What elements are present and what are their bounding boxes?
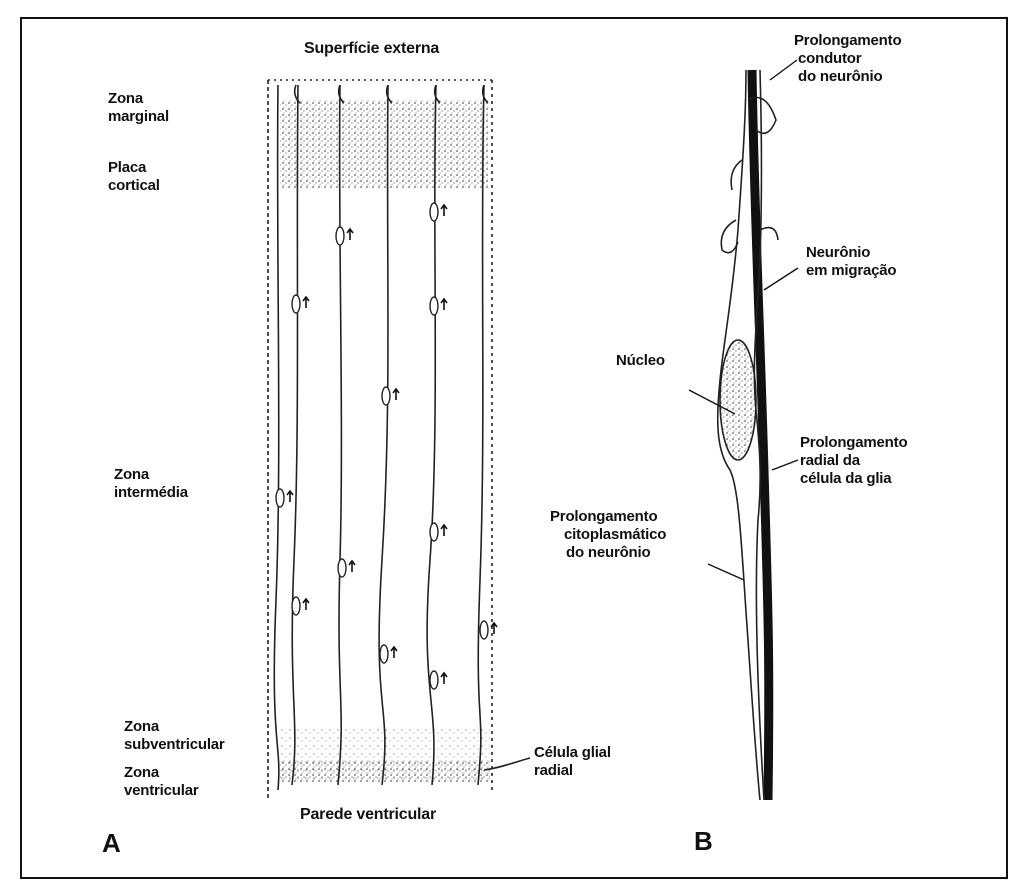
prolongamento-condutor-line-1: Prolongamento [794,32,901,50]
prolongamento-radial-label: Prolongamento radial da célula da glia [800,434,907,488]
placa-cortical-line-2: cortical [108,177,160,195]
prolongamento-citoplasmatico-line-3: do neurônio [550,544,666,562]
zona-ventricular-label: Zona ventricular [124,764,199,800]
zona-intermedia-line-1: Zona [114,466,188,484]
glial-fiber-2 [292,85,298,785]
neuronio-migracao-line-2: em migração [806,262,896,280]
zona-subventricular-line-1: Zona [124,718,225,736]
neuronio-migracao-label: Neurônio em migração [806,244,896,280]
top-surface-label: Superfície externa [304,40,439,58]
zona-marginal-line-2: marginal [108,108,169,126]
prolongamento-citoplasmatico-label: Prolongamento citoplasmático do neurônio [550,508,666,562]
panel-b-diagram [689,60,798,800]
celula-glial-line-1: Célula glial [534,744,611,762]
prolongamento-radial-line-2: radial da [800,452,907,470]
zona-marginal-label: Zona marginal [108,90,169,126]
prolongamento-condutor-label: Prolongamento condutor do neurônio [794,32,901,86]
prolongamento-condutor-line-3: do neurônio [794,68,901,86]
celula-glial-label: Célula glial radial [534,744,611,780]
prolongamento-radial-line-1: Prolongamento [800,434,907,452]
placa-cortical-line-1: Placa [108,159,160,177]
neuronio-migracao-line-1: Neurônio [806,244,896,262]
radial-glia-process [752,70,769,800]
glial-fiber-4 [379,85,388,785]
prolongamento-condutor-line-2: condutor [794,50,901,68]
glial-fiber-3 [338,85,341,785]
zona-subventricular-label: Zona subventricular [124,718,225,754]
bottom-wall-label: Parede ventricular [300,806,436,824]
cortical-plate-band [280,100,488,188]
placa-cortical-label: Placa cortical [108,159,160,195]
zona-ventricular-line-2: ventricular [124,782,199,800]
zona-ventricular-line-1: Zona [124,764,199,782]
glial-cell-leader [484,758,530,770]
migration-arrows [287,205,497,684]
zona-marginal-line-1: Zona [108,90,169,108]
panel-a-diagram [268,80,530,800]
celula-glial-line-2: radial [534,762,611,780]
panel-b-letter: B [694,832,713,850]
zona-intermedia-label: Zona intermédia [114,466,188,502]
nucleo-label: Núcleo [616,352,665,370]
nucleus-shape [720,340,756,460]
prolongamento-citoplasmatico-line-1: Prolongamento [550,508,666,526]
prolongamento-citoplasmatico-line-2: citoplasmático [550,526,666,544]
glial-fiber-1 [274,85,279,790]
prolongamento-radial-line-3: célula da glia [800,470,907,488]
zona-intermedia-line-2: intermédia [114,484,188,502]
glial-fiber-6 [478,85,484,785]
zona-subventricular-line-2: subventricular [124,736,225,754]
panel-a-letter: A [102,834,121,852]
